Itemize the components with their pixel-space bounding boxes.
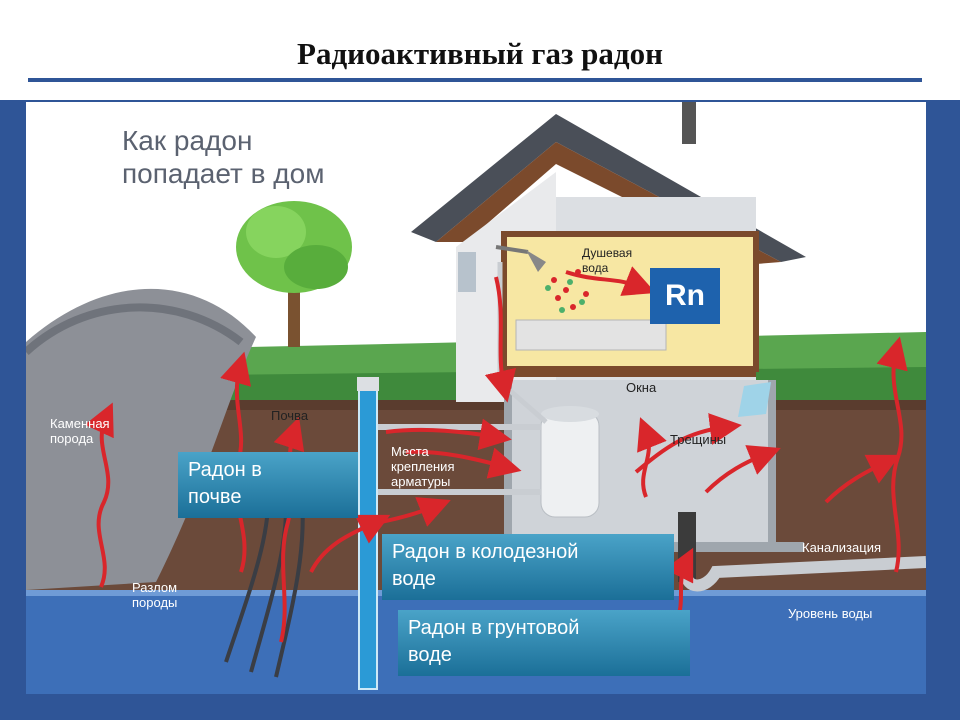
label-fault-line-2: породы — [132, 595, 178, 610]
callout-radon-in-groundwater: Радон в грунтовой воде — [398, 610, 690, 676]
label-windows: Окна — [626, 380, 657, 395]
label-rock-line-1: Каменная — [50, 416, 110, 431]
header-band: Радиоактивный газ радон — [0, 0, 960, 100]
label-fixtures-line-2: крепления — [391, 459, 455, 474]
label-fixtures-line-1: Места — [391, 444, 429, 459]
heading-line-1: Как радон — [122, 125, 253, 156]
label-fixtures-line-3: арматуры — [391, 474, 451, 489]
label-shower-line-2: вода — [582, 261, 609, 275]
house-roof — [411, 114, 806, 262]
water-tank — [540, 411, 600, 518]
diagram-heading: Как радон попадает в дом — [122, 124, 324, 190]
slide-title: Радиоактивный газ радон — [297, 36, 663, 71]
callout-well-line-1: Радон в колодезной — [392, 541, 579, 563]
rock-formation — [26, 288, 256, 590]
callout-ground-line-2: воде — [408, 644, 452, 666]
label-rock-line-2: порода — [50, 431, 94, 446]
label-sewer: Канализация — [802, 540, 881, 555]
callout-radon-in-well-water: Радон в колодезной воде — [382, 534, 674, 600]
callout-soil-line-2: почве — [188, 486, 242, 508]
label-rock: Каменная порода — [50, 416, 110, 446]
title-underline — [28, 78, 922, 82]
heading-line-2: попадает в дом — [122, 158, 325, 189]
well-pipe — [358, 386, 378, 690]
label-fault-line-1: Разлом — [132, 580, 178, 595]
callout-ground-line-1: Радон в грунтовой — [408, 617, 580, 639]
label-fixtures: Места крепления арматуры — [391, 444, 454, 489]
label-water-level: Уровень воды — [788, 606, 873, 621]
radon-diagram: Как радон попадает в дом Rn Душевая вода… — [26, 102, 926, 694]
label-fault: Разлом породы — [132, 580, 177, 610]
radon-flow-arrows — [84, 266, 908, 643]
label-shower-water: Душевая вода — [582, 246, 632, 276]
radon-particles — [551, 269, 589, 310]
radon-symbol-badge: Rn — [650, 268, 720, 324]
callout-radon-in-soil: Радон в почве — [178, 452, 358, 518]
label-shower-line-1: Душевая — [582, 246, 633, 260]
callout-well-line-2: воде — [392, 568, 436, 590]
label-cracks: Трещины — [670, 432, 727, 447]
callout-soil-line-1: Радон в — [188, 459, 262, 481]
label-soil: Почва — [271, 408, 309, 423]
